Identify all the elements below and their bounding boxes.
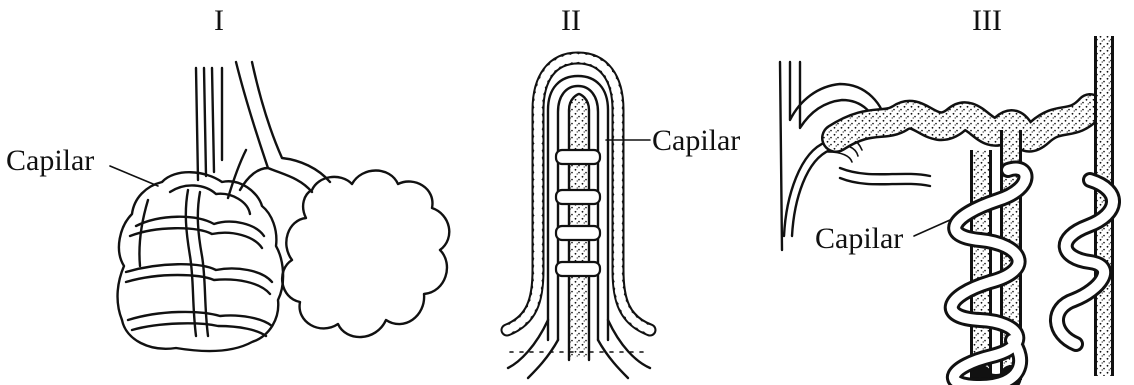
capillary-strand: [170, 185, 250, 214]
bronchiole-line: [204, 68, 206, 176]
capillary-strand: [198, 192, 208, 336]
capillary-strand: [126, 264, 272, 282]
capillary-strand: [130, 228, 262, 248]
capillary-strand: [132, 323, 266, 336]
panel-1-leader-line: [110, 166, 158, 186]
bronchiole-line: [212, 68, 214, 172]
intestinal-villus-drawing: [507, 58, 650, 378]
capillary-strand: [126, 275, 270, 294]
capillary-strand: [186, 190, 196, 336]
alveolus-capillary-drawing: [110, 62, 449, 351]
airway-outline: [252, 62, 330, 182]
airway-outline: [236, 62, 312, 192]
airway-outline: [228, 150, 246, 198]
afferent-vessel: [792, 150, 830, 236]
efferent-vessel: [840, 168, 930, 176]
nephron-capillary-drawing: [780, 36, 1114, 385]
panel-3-leader-line: [914, 220, 950, 236]
alveolar-sac-outline: [282, 171, 449, 338]
afferent-vessel: [780, 62, 782, 250]
bronchiole-line: [196, 68, 198, 180]
efferent-vessel: [840, 178, 930, 186]
